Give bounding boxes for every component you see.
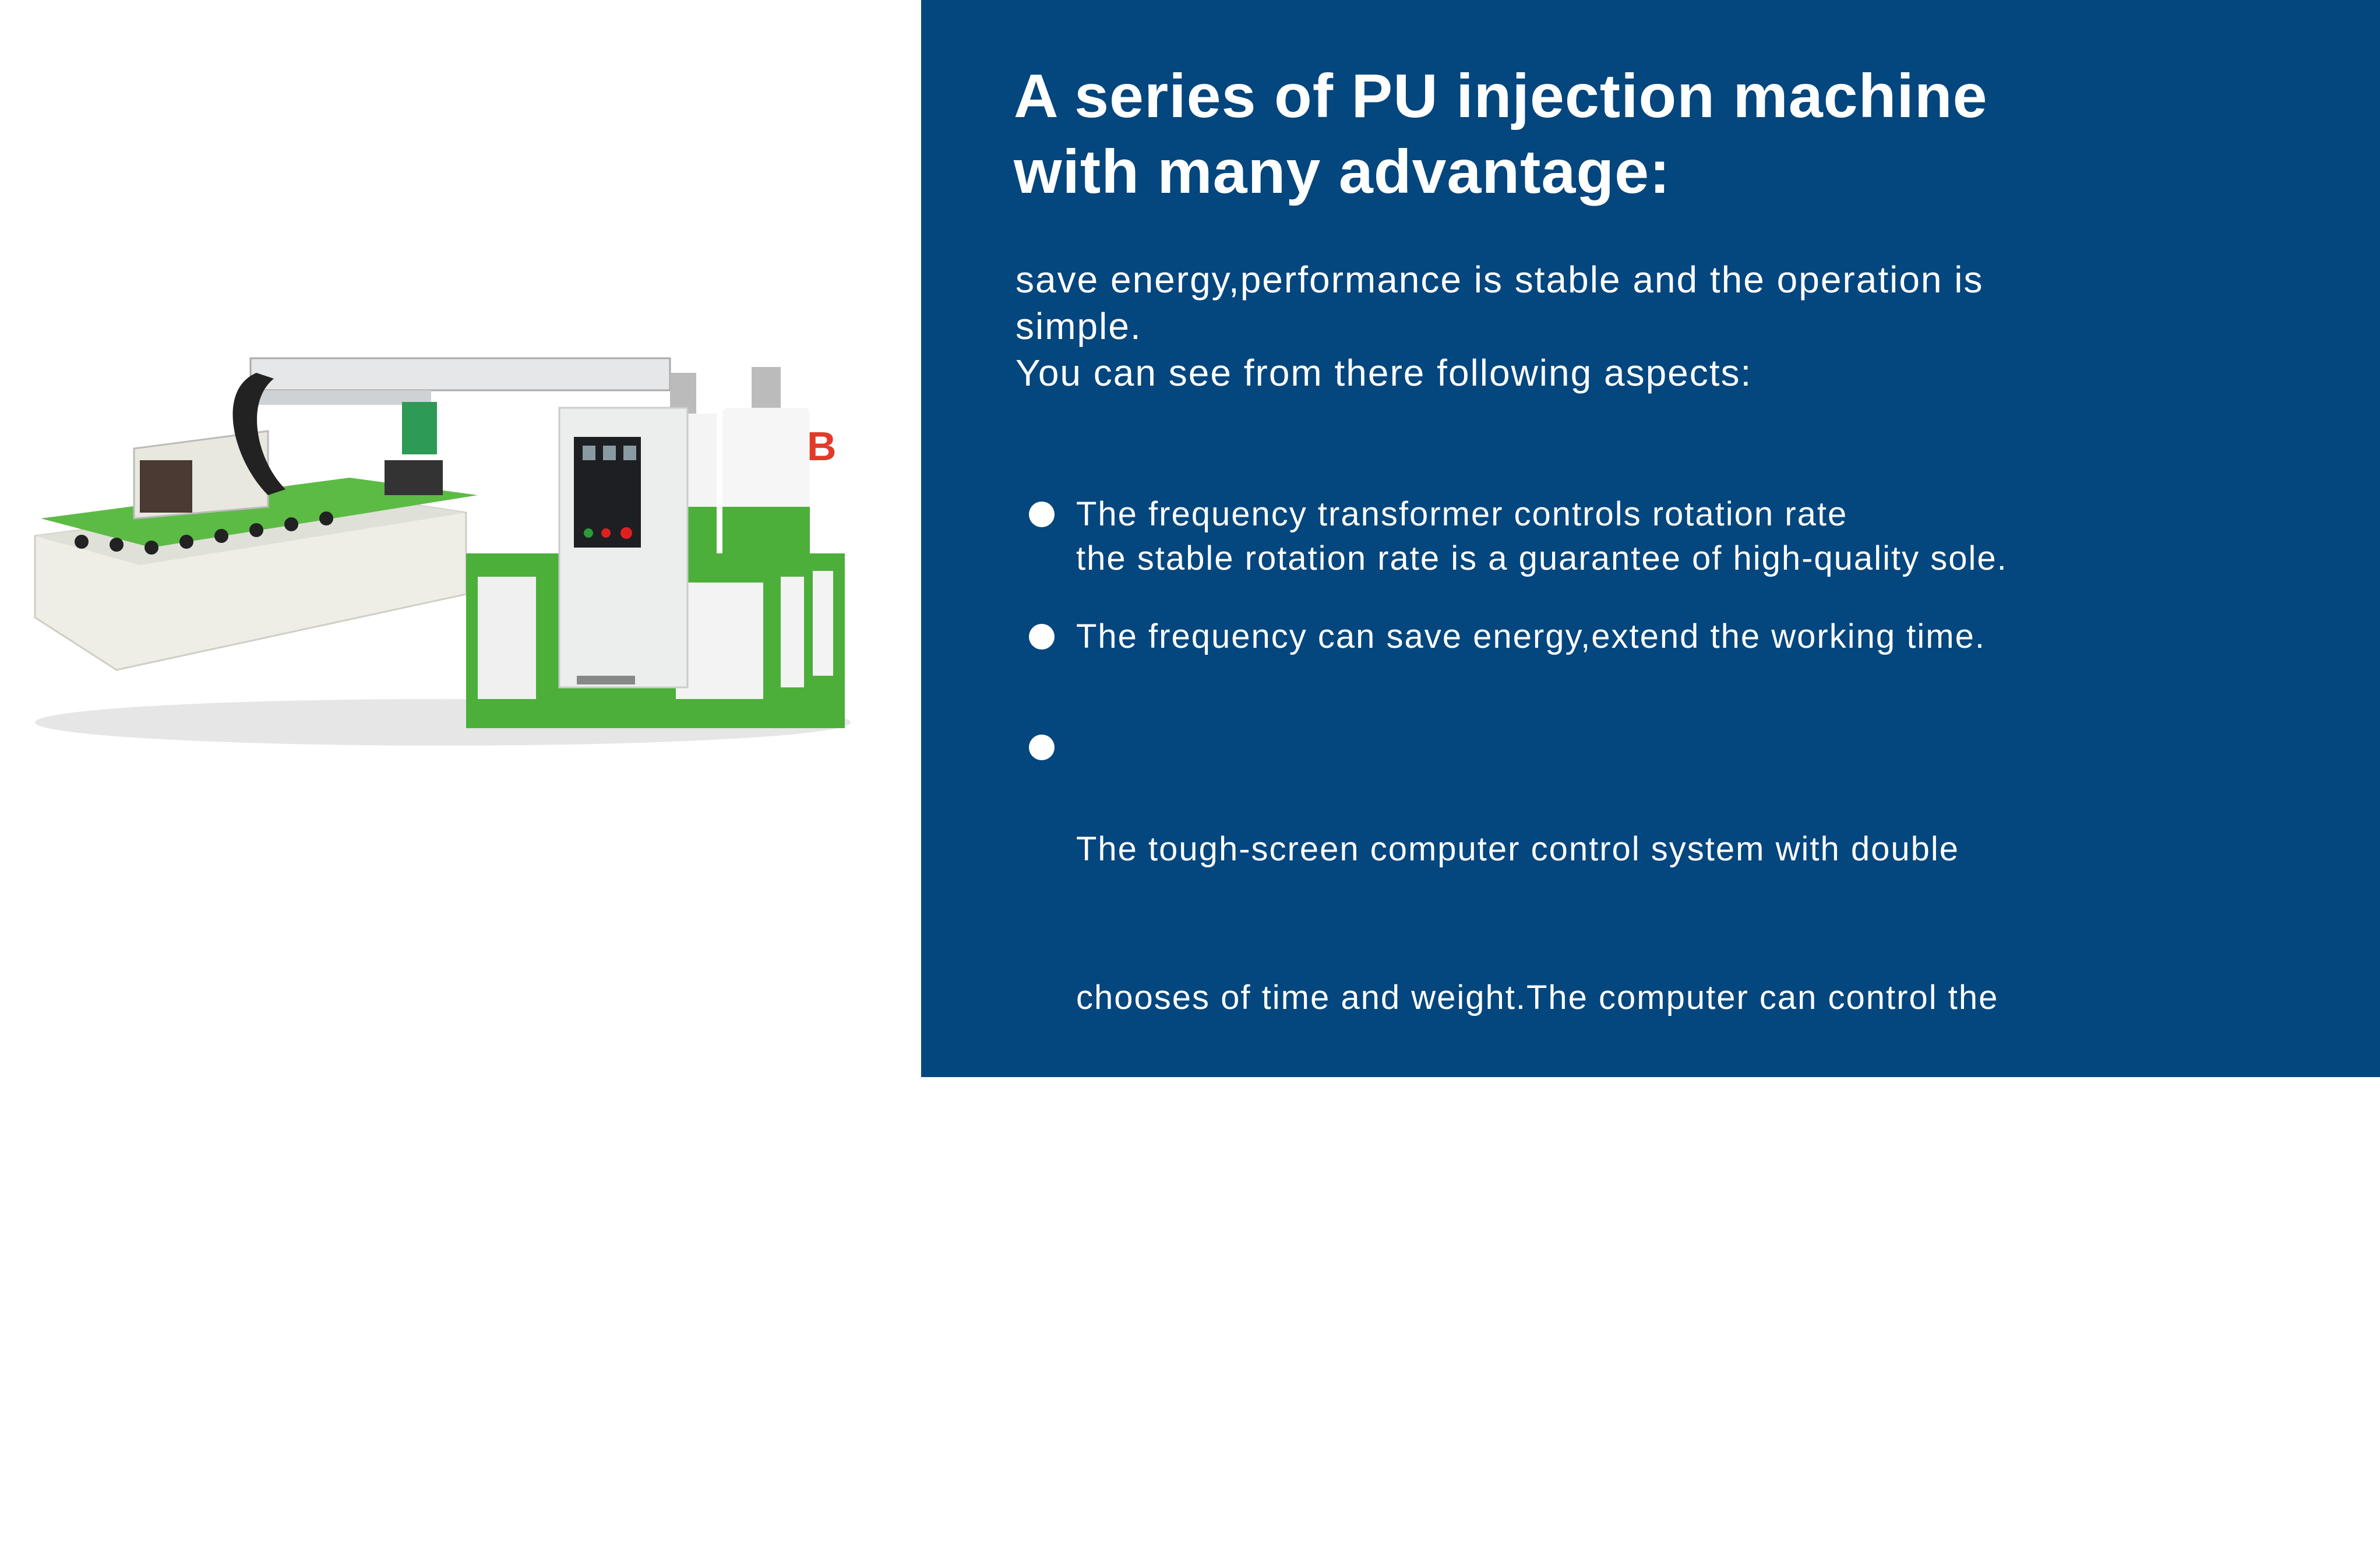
intro-line: save energy,performance is stable and th… xyxy=(1016,259,1984,301)
list-item-line: the stable rotation rate is a guarantee … xyxy=(1076,539,2008,577)
list-item-line: vital is you can set the time to turn on… xyxy=(1076,1276,2054,1314)
intro-line: simple. xyxy=(1016,305,1142,347)
bullet-dot-icon xyxy=(1029,502,1055,527)
bullet-dot-icon xyxy=(1029,624,1055,650)
title-line: with many advantage: xyxy=(1014,137,1671,206)
intro-paragraph: save energy,performance is stable and th… xyxy=(1016,256,2297,396)
title-line: A series of PU injection machine xyxy=(1014,62,1988,130)
list-item-line: and heat the banks.It can save the extra… xyxy=(1076,1424,1812,1462)
advantages-panel: A series of PU injection machine with ma… xyxy=(921,0,2380,1462)
list-item-line: The frequency transformer controls rotat… xyxy=(1076,495,1848,533)
pu-injection-machine-image: B xyxy=(34,357,851,746)
list-item-line: The frequency can save energy,extend the… xyxy=(1076,617,1986,655)
list-item-line: chooses of time and weight.The computer … xyxy=(1076,979,1999,1017)
page-title: A series of PU injection machine with ma… xyxy=(1014,58,2296,210)
svg-text:B: B xyxy=(807,423,837,469)
list-item-line: The tough-screen computer control system… xyxy=(1076,830,1960,868)
list-item-line: temperature directly,keep the temperatur… xyxy=(1076,1127,2061,1165)
intro-line: You can see from there following aspects… xyxy=(1016,352,1753,394)
bullet-dot-icon xyxy=(1029,735,1055,760)
product-image-area: B xyxy=(0,0,921,1077)
